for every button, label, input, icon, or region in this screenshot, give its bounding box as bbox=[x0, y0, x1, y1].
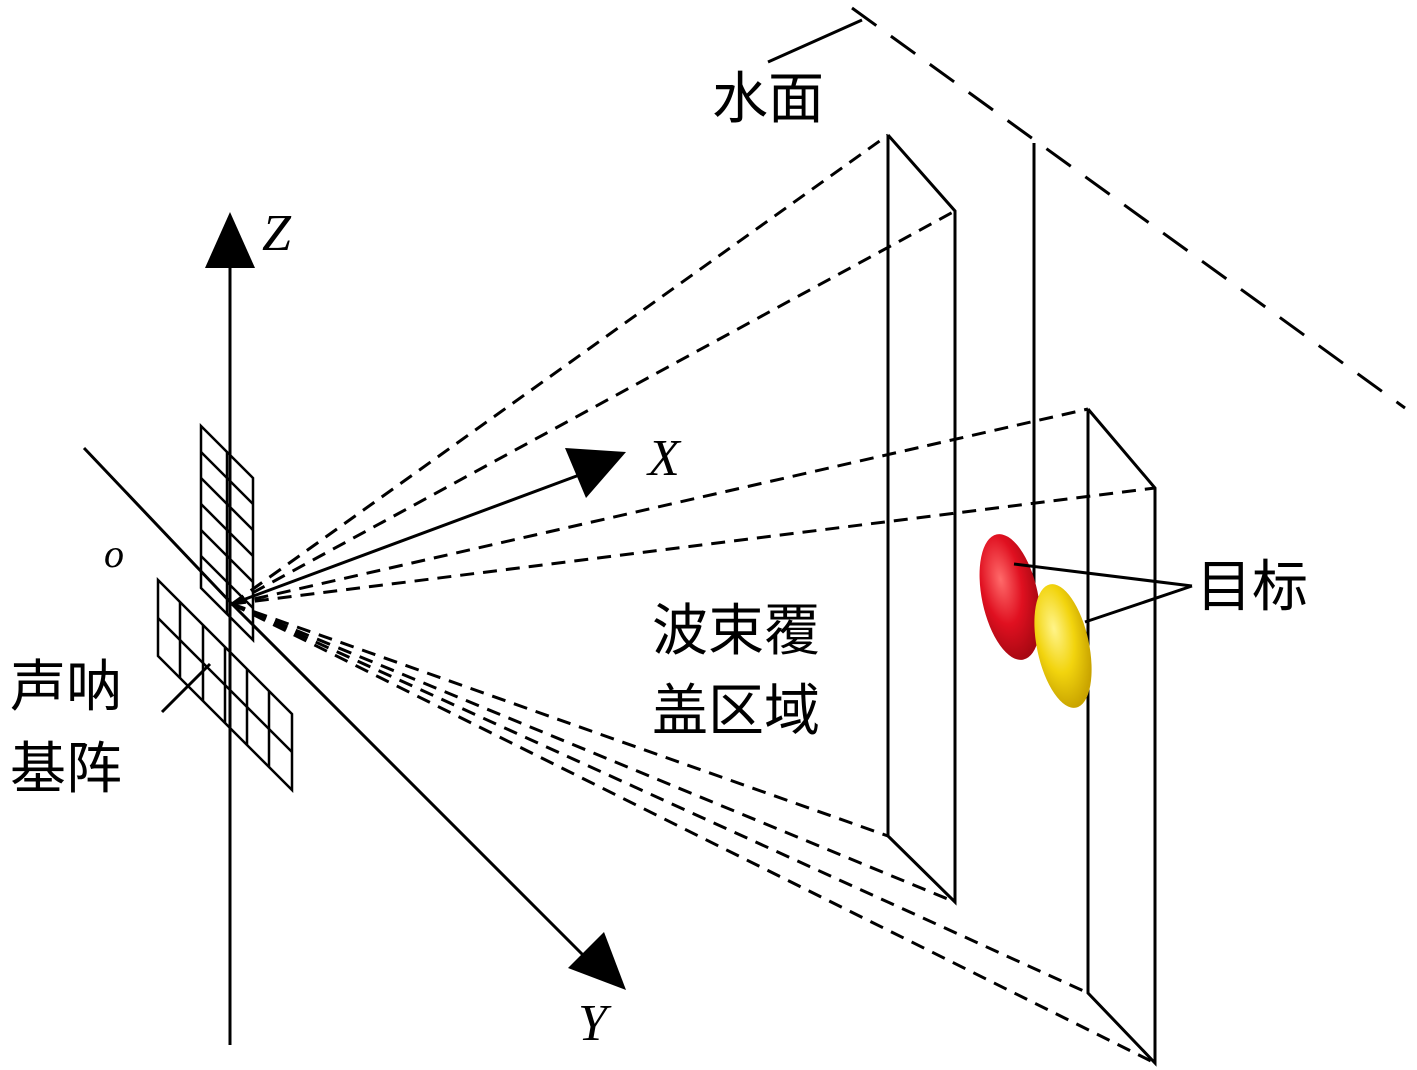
sonar-array bbox=[156, 422, 294, 794]
y-axis-line bbox=[230, 602, 598, 970]
water-surface-label: 水面 bbox=[712, 67, 824, 132]
beam-plane-far bbox=[1086, 408, 1157, 1067]
origin-label: o bbox=[104, 531, 124, 576]
target-leader-red bbox=[1013, 562, 1193, 588]
sonar-array-label-line2: 基阵 bbox=[10, 737, 122, 802]
x-axis-label: X bbox=[646, 430, 682, 487]
x-axis-arrowhead bbox=[565, 448, 626, 498]
z-axis-label: Z bbox=[262, 205, 292, 262]
water-surface-line bbox=[851, 6, 1406, 410]
x-axis-line bbox=[231, 472, 583, 606]
water-surface-leader bbox=[767, 18, 863, 64]
targets-label: 目标 bbox=[1196, 555, 1308, 620]
sonar-array-label-line1: 声呐 bbox=[10, 655, 122, 720]
y-axis-label: Y bbox=[578, 995, 612, 1052]
y-axis-arrowhead bbox=[568, 932, 626, 990]
array-diagonal-line bbox=[82, 446, 234, 606]
targets bbox=[979, 534, 1193, 708]
beam-rays bbox=[231, 133, 1156, 1065]
target-yellow bbox=[1034, 584, 1092, 708]
z-axis-arrowhead bbox=[205, 212, 255, 268]
x-axis bbox=[231, 448, 626, 606]
water-surface bbox=[767, 6, 1406, 410]
beam-coverage-label-line2: 盖区域 bbox=[652, 679, 820, 744]
z-axis bbox=[205, 212, 255, 1045]
y-axis bbox=[230, 602, 626, 990]
beam-coverage-label-line1: 波束覆 bbox=[652, 599, 820, 664]
sonar-array-leader bbox=[160, 662, 212, 714]
beam-plane-near bbox=[886, 134, 957, 906]
sonar-array-horizontal-grid bbox=[156, 576, 294, 794]
target-leader-yellow bbox=[1084, 584, 1193, 624]
